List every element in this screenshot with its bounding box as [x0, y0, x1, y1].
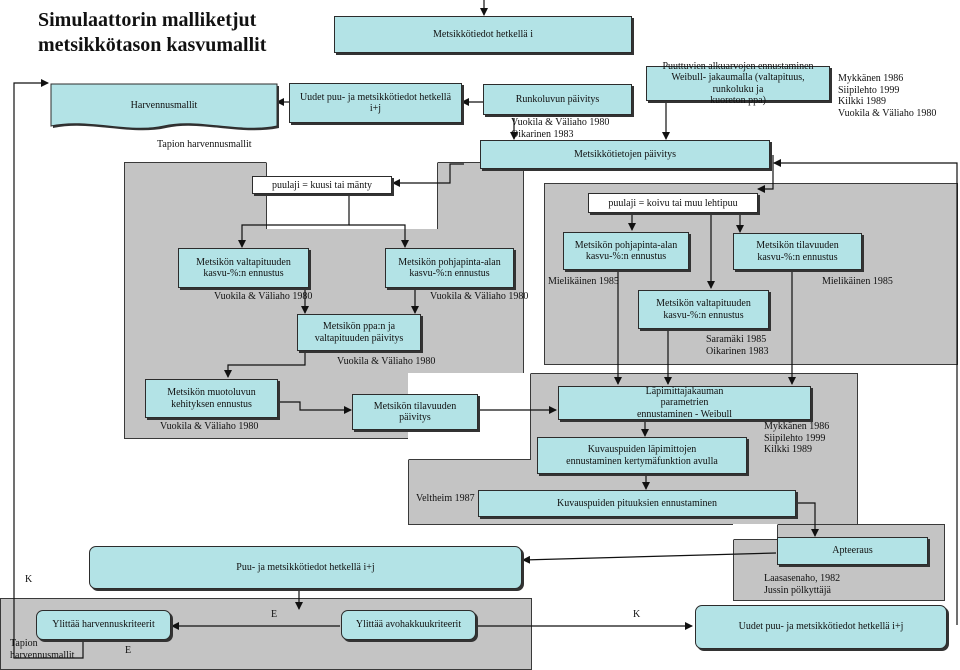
- ref-tapion-harvennusmallit: Tapion harvennusmallit: [157, 139, 252, 150]
- ref-mykkanen-top: Mykkänen 1986 Siipilehto 1999 Kilkki 198…: [838, 73, 937, 119]
- ref-vuokila-oikarinen: Vuokila & Väliaho 1980 Oikarinen 1983: [511, 117, 610, 140]
- puuttuvien-alkuarvojen-box[interactable]: Puuttuvien alkuarvojen ennustaminen Weib…: [646, 61, 830, 106]
- ref-saramaki-oikarinen: Saramäki 1985 Oikarinen 1983: [706, 334, 769, 357]
- harvennusmallit-label: Harvennusmallit: [130, 100, 198, 111]
- region-broadleaf: [544, 183, 958, 365]
- metsikkotiedot-i-box[interactable]: Metsikkötiedot hetkellä i: [334, 16, 632, 53]
- ref-vuokila-2: Vuokila & Väliaho 1980: [430, 291, 529, 302]
- pohjapinta-kasvu-right-box[interactable]: Metsikön pohjapinta-alan kasvu-%:n ennus…: [563, 232, 689, 270]
- ylittaa-harvennuskriteerit-box[interactable]: Ylittää harvennuskriteerit: [36, 610, 171, 640]
- valtapituuden-kasvu-right-box[interactable]: Metsikön valtapituuden kasvu-%:n ennustu…: [638, 290, 769, 329]
- uudet-puu-metsikko-bottom-box[interactable]: Uudet puu- ja metsikkötiedot hetkellä i+…: [695, 605, 947, 649]
- puulaji-kuusi-manty-box[interactable]: puulaji = kuusi tai mänty: [252, 176, 392, 194]
- ref-laasasenaho: Laasasenaho, 1982 Jussin pölkyttäjä: [764, 573, 841, 596]
- edge-label-k-mid: K: [633, 609, 641, 620]
- edge-label-k-left: K: [25, 574, 33, 585]
- runkoluvun-paivitys-box[interactable]: Runkoluvun päivitys: [483, 84, 632, 115]
- uudet-puu-metsikkotiedot-box[interactable]: Uudet puu- ja metsikkötiedot hetkellä i+…: [289, 83, 462, 123]
- muotoluvun-kehitys-box[interactable]: Metsikön muotoluvun kehityksen ennustus: [145, 379, 278, 418]
- tilavuuden-kasvu-right-box[interactable]: Metsikön tilavuuden kasvu-%:n ennustus: [733, 233, 862, 270]
- tilavuuden-paivitys-box[interactable]: Metsikön tilavuuden päivitys: [352, 394, 478, 430]
- ref-mielikainen-1: Mielikäinen 1985: [548, 276, 619, 287]
- valtapituuden-kasvu-left-box[interactable]: Metsikön valtapituuden kasvu-%:n ennustu…: [178, 248, 309, 288]
- puu-metsikko-ij-box[interactable]: Puu- ja metsikkötiedot hetkellä i+j: [89, 546, 522, 589]
- kuvauspuiden-lapimitat-box[interactable]: Kuvauspuiden läpimittojen ennustaminen k…: [537, 437, 747, 474]
- lapimittajakauman-box[interactable]: Läpimittajakauman parametrien ennustamin…: [558, 386, 811, 420]
- edge-label-e-mid: E: [271, 609, 278, 620]
- region-conifer-notch: [266, 162, 438, 229]
- edge-label-e-bottom: E: [125, 645, 132, 656]
- ref-mykkanen-mid: Mykkänen 1986 Siipilehto 1999 Kilkki 198…: [764, 421, 830, 455]
- kuvauspuiden-pituudet-box[interactable]: Kuvauspuiden pituuksien ennustaminen: [478, 490, 796, 517]
- ref-vuokila-4: Vuokila & Väliaho 1980: [160, 421, 259, 432]
- ylittaa-avohakkuukriteerit-box[interactable]: Ylittää avohakkuukriteerit: [341, 610, 476, 640]
- apteeraus-box[interactable]: Apteeraus: [777, 537, 928, 565]
- ref-tapion-bottom: Tapion harvennusmallit: [10, 638, 75, 661]
- ppa-valtapituus-paivitys-box[interactable]: Metsikön ppa:n ja valtapituuden päivitys: [297, 314, 421, 351]
- harvennusmallit-shape: [50, 83, 279, 131]
- region-bucking-notch: [733, 524, 778, 540]
- ref-vuokila-3: Vuokila & Väliaho 1980: [337, 356, 436, 367]
- puulaji-koivu-lehtipuu-box[interactable]: puulaji = koivu tai muu lehtipuu: [588, 193, 758, 213]
- metsikkotietojen-paivitys-box[interactable]: Metsikkötietojen päivitys: [480, 140, 770, 169]
- pohjapinta-kasvu-left-box[interactable]: Metsikön pohjapinta-alan kasvu-%:n ennus…: [385, 248, 514, 288]
- ref-veltheim: Veltheim 1987: [416, 493, 475, 504]
- ref-vuokila-1: Vuokila & Väliaho 1980: [214, 291, 313, 302]
- ref-mielikainen-2: Mielikäinen 1985: [822, 276, 893, 287]
- diagram-title: Simulaattorin malliketjut metsikkötason …: [38, 9, 267, 56]
